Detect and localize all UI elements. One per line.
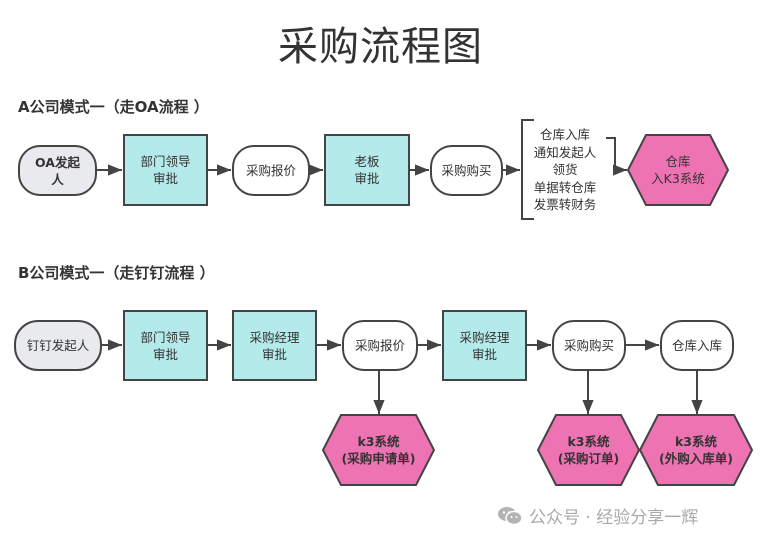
- k3-doc-label: (采购申请单): [341, 451, 416, 466]
- node-purchase-buy[interactable]: 采购购买: [430, 145, 503, 196]
- k3-doc-label: (采购订单): [557, 451, 620, 466]
- wechat-icon: [498, 506, 523, 525]
- node-warehouse-inbound-b[interactable]: 仓库入库: [660, 320, 734, 371]
- node-boss-approval[interactable]: 老板 审批: [324, 134, 410, 206]
- hexagon-s1-shape: [321, 414, 436, 486]
- node-warehouse-k3[interactable]: 仓库 入K3系统: [651, 154, 705, 186]
- k3-label: k3系统: [674, 434, 717, 449]
- node-dept-leader-approval-b[interactable]: 部门领导 审批: [123, 310, 208, 381]
- watermark-text: 公众号 · 经验分享一辉: [529, 508, 699, 528]
- annotation-bracket: [521, 119, 534, 220]
- node-dept-leader-approval[interactable]: 部门领导 审批: [123, 134, 208, 206]
- node-purchase-quote[interactable]: 采购报价: [232, 145, 310, 196]
- connector-a6-a7: [606, 137, 627, 176]
- k3-label: k3系统: [357, 434, 400, 449]
- node-oa-initiator[interactable]: OA发起 人: [18, 145, 97, 196]
- node-purchase-manager-approval-2[interactable]: 采购经理 审批: [442, 310, 527, 381]
- annotation-warehouse-steps: 仓库入库 通知发起人 领货 单据转仓库 发票转财务: [533, 127, 597, 212]
- node-k3-purchase-order[interactable]: k3系统 (采购订单): [538, 432, 639, 468]
- page-title: 采购流程图: [278, 24, 483, 70]
- section-a-heading: A公司模式一（走OA流程 ）: [18, 98, 209, 116]
- watermark: 公众号 · 经验分享一辉: [497, 503, 698, 528]
- k3-doc-label: (外购入库单): [659, 451, 733, 466]
- node-k3-purchase-request[interactable]: k3系统 (采购申请单): [323, 432, 434, 468]
- k3-label: k3系统: [567, 434, 610, 449]
- hexagon-a7-shape: [626, 134, 730, 206]
- node-purchase-manager-approval-1[interactable]: 采购经理 审批: [232, 310, 317, 381]
- node-purchase-quote-b[interactable]: 采购报价: [342, 320, 418, 371]
- node-k3-inbound-order[interactable]: k3系统 (外购入库单): [640, 432, 752, 468]
- section-b-heading: B公司模式一（走钉钉流程 ）: [18, 264, 215, 282]
- hexagon-s3-shape: [638, 414, 754, 486]
- node-dingtalk-initiator[interactable]: 钉钉发起人: [14, 320, 102, 371]
- hexagon-s2-shape: [536, 414, 641, 486]
- node-purchase-buy-b[interactable]: 采购购买: [552, 320, 626, 371]
